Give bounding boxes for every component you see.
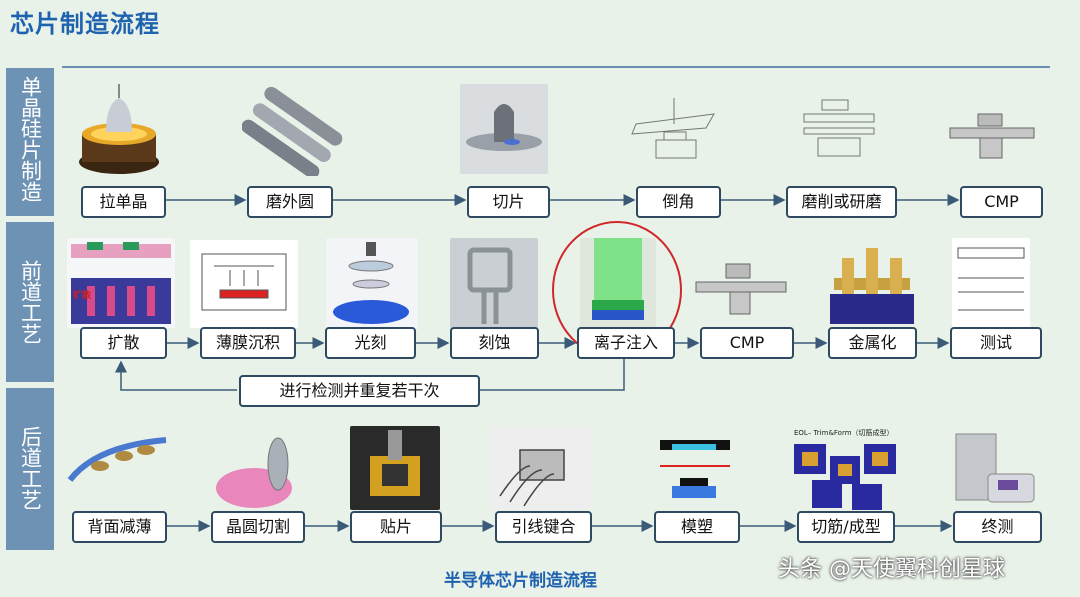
step-crystal-pulling: 拉单晶 (81, 186, 166, 218)
image-diffusion: 扩散 (67, 238, 175, 328)
step-cmp-2: CMP (700, 327, 794, 359)
page-title: 芯片制造流程 (10, 10, 160, 38)
image-final-test (948, 430, 1038, 514)
diffusion-tag: 扩散 (73, 291, 92, 301)
title-underline (62, 66, 1050, 68)
step-wafer-dicing: 晶圆切割 (211, 511, 305, 543)
arrow-loop-up (115, 360, 237, 391)
image-lithography (326, 238, 418, 330)
step-die-attach: 贴片 (350, 511, 442, 543)
image-trim-form: EOL– Trim&Form（切筋成型） (792, 428, 898, 512)
image-wire-bonding (490, 426, 590, 510)
step-slicing: 切片 (467, 186, 550, 218)
step-cylindrical-grinding: 磨外圆 (247, 186, 333, 218)
step-thin-film-deposition: 薄膜沉积 (200, 327, 296, 359)
section-label-text: 单晶硅片制造 (18, 76, 43, 202)
step-diffusion: 扩散 (80, 327, 167, 359)
step-chamfering: 倒角 (636, 186, 721, 218)
section-label-frontend: 前道工艺 (6, 222, 54, 382)
section-label-text: 后道工艺 (18, 426, 43, 510)
step-molding: 模塑 (654, 511, 740, 543)
step-testing: 测试 (950, 327, 1042, 359)
image-cmp-1 (942, 100, 1042, 162)
image-chamfering (626, 94, 724, 162)
image-etching (450, 238, 538, 330)
image-ion-implantation (580, 238, 656, 328)
image-testing (952, 238, 1030, 328)
watermark: 头条 @天使翼科创星球 (778, 557, 1005, 582)
step-cmp-1: CMP (960, 186, 1043, 218)
step-trim-form: 切筋/成型 (797, 511, 895, 543)
image-backside-thinning (66, 426, 170, 496)
diagram-caption: 半导体芯片制造流程 (444, 571, 597, 591)
loop-repeat-label: 进行检测并重复若干次 (239, 375, 480, 407)
image-wafer-slicing (460, 84, 548, 174)
section-label-wafer: 单晶硅片制造 (6, 68, 54, 216)
step-lithography: 光刻 (325, 327, 416, 359)
image-crystal-pulling (74, 84, 164, 178)
step-etching: 刻蚀 (450, 327, 539, 359)
image-grinding-rods (242, 86, 344, 176)
image-grinding-lapping (794, 94, 884, 164)
arrow-loop-down (478, 358, 625, 391)
step-wire-bonding: 引线键合 (495, 511, 592, 543)
section-label-backend: 后道工艺 (6, 388, 54, 550)
image-cmp-2 (686, 250, 796, 320)
image-wafer-dicing (212, 426, 302, 514)
section-label-text: 前道工艺 (18, 260, 43, 344)
image-molding (650, 430, 740, 512)
step-grinding-lapping: 磨削或研磨 (786, 186, 897, 218)
step-ion-implantation: 离子注入 (577, 327, 675, 359)
image-die-attach (350, 426, 440, 510)
step-metallization: 金属化 (828, 327, 917, 359)
step-final-test: 终测 (953, 511, 1042, 543)
trim-form-caption: EOL– Trim&Form（切筋成型） (794, 429, 894, 437)
image-metallization (826, 238, 918, 328)
image-thin-film-deposition (190, 240, 298, 328)
step-backside-thinning: 背面减薄 (72, 511, 167, 543)
